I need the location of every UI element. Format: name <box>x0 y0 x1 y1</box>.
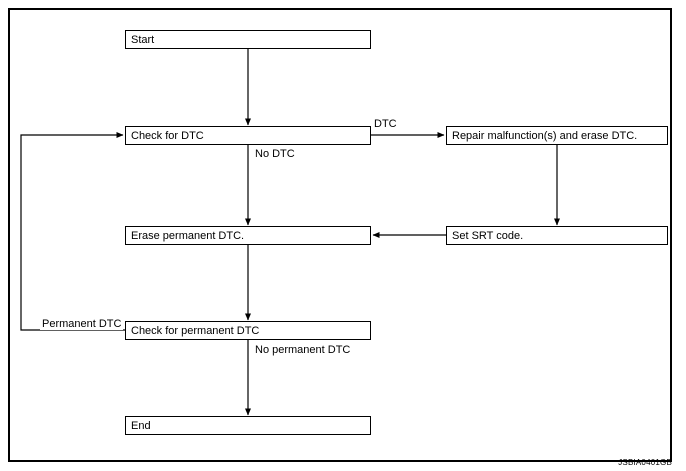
node-end[interactable]: End <box>125 416 371 435</box>
edge-label-no-dtc: No DTC <box>253 148 297 160</box>
node-start[interactable]: Start <box>125 30 371 49</box>
node-erase-permanent-dtc[interactable]: Erase permanent DTC. <box>125 226 371 245</box>
diagram-reference-code: JSBIA0401GB <box>618 458 672 467</box>
node-set-srt-code[interactable]: Set SRT code. <box>446 226 668 245</box>
diagram-frame <box>8 8 672 462</box>
node-repair-malfunctions[interactable]: Repair malfunction(s) and erase DTC. <box>446 126 668 145</box>
edge-label-dtc: DTC <box>372 118 399 130</box>
node-check-for-permanent-dtc[interactable]: Check for permanent DTC <box>125 321 371 340</box>
node-check-for-dtc[interactable]: Check for DTC <box>125 126 371 145</box>
edge-label-no-permanent-dtc: No permanent DTC <box>253 344 353 356</box>
edge-label-permanent-dtc: Permanent DTC <box>40 318 124 330</box>
edge-permanent-dtc-feedback <box>20 132 125 331</box>
